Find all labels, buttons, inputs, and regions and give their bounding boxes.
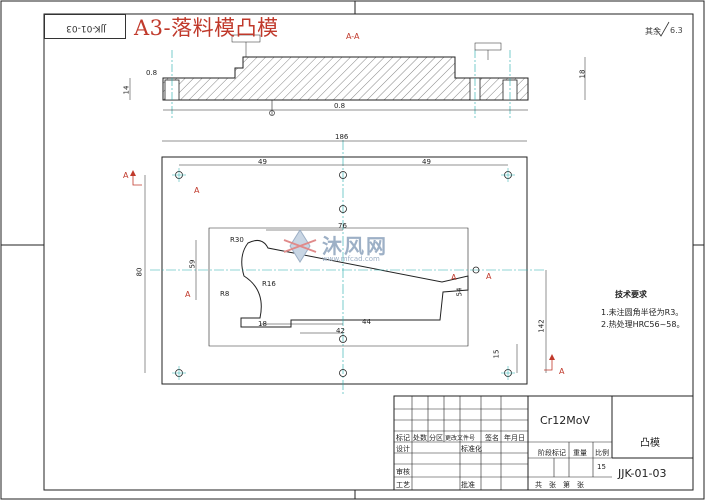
tb-label-date: 年月日 bbox=[504, 434, 525, 442]
tb-label-mark: 标记 bbox=[396, 434, 410, 442]
hole-center-top bbox=[339, 171, 347, 179]
hole-bottom-right bbox=[501, 366, 515, 380]
dim-text-76: 76 bbox=[338, 222, 347, 230]
section-mark-a4: A bbox=[451, 273, 457, 282]
tb-sheet-total: 共 bbox=[535, 481, 542, 489]
tb-label-process: 工艺 bbox=[396, 481, 410, 489]
section-arrow-left-top bbox=[132, 175, 142, 186]
punch-profile bbox=[240, 239, 469, 328]
tb-label-count: 处数 bbox=[413, 434, 427, 442]
dim-text-142: 142 bbox=[537, 319, 546, 333]
section-mark-a6: A bbox=[559, 367, 565, 376]
watermark-logo-icon bbox=[283, 229, 317, 263]
part-name-text: 凸模 bbox=[640, 438, 660, 449]
dim-text-42: 42 bbox=[336, 327, 345, 335]
tech-notes: 技术要求 1.未注圆角半径为R3。 2.热处理HRC56~58。 bbox=[601, 289, 684, 331]
section-mark-a3: A bbox=[185, 290, 191, 299]
section-view bbox=[129, 34, 586, 118]
section-mark-a5: A bbox=[486, 272, 492, 281]
dim-text-r16: R16 bbox=[262, 280, 276, 288]
dim-text-overall: 186 bbox=[335, 133, 349, 141]
dim-thickness-bottom: 0.8 bbox=[334, 102, 346, 110]
roughness-check-icon bbox=[654, 21, 670, 37]
roughness-label: 其余 bbox=[645, 27, 661, 36]
plate-outline bbox=[161, 156, 528, 385]
tech-note-2: 2.热处理HRC56~58。 bbox=[601, 320, 685, 329]
section-mark-a1: A bbox=[123, 171, 129, 180]
hole-top-left bbox=[172, 168, 186, 182]
watermark-brand: 沐风网 bbox=[322, 234, 388, 258]
dim-text-80: 80 bbox=[135, 267, 144, 277]
title-block bbox=[393, 395, 694, 491]
tech-notes-heading: 技术要求 bbox=[615, 290, 647, 299]
dim-text-54: 54 bbox=[455, 287, 464, 297]
arrow-up-icon bbox=[130, 170, 136, 176]
tb-label-zone: 分区 bbox=[429, 434, 443, 442]
section-arrow-right-bottom bbox=[544, 360, 553, 371]
tb-label-approve: 批准 bbox=[461, 481, 475, 489]
tb-sheet-end: 张 bbox=[577, 481, 584, 489]
hole-center-lower bbox=[339, 335, 347, 343]
rotated-drawing-number: JJK-01-03 bbox=[66, 23, 106, 33]
inner-rectangle bbox=[208, 227, 469, 347]
dim-text-59: 59 bbox=[188, 259, 197, 269]
material-text: Cr12MoV bbox=[540, 414, 590, 427]
hole-center-upper bbox=[339, 205, 347, 213]
tb-label-sign: 签名 bbox=[485, 434, 499, 442]
drawing-title: A3-落料模凸模 bbox=[134, 16, 279, 40]
tb-label-weight: 重量 bbox=[573, 449, 587, 457]
hole-bottom-left bbox=[172, 366, 186, 380]
section-body bbox=[162, 56, 529, 101]
rotated-drawing-number-box: JJK-01-03 bbox=[44, 14, 126, 39]
dim-text-r30: R30 bbox=[230, 236, 244, 244]
dim-18-right: 18 bbox=[578, 69, 587, 79]
hole-top-right bbox=[501, 168, 515, 182]
tb-label-review: 审核 bbox=[396, 468, 410, 476]
dim-text-half-right: 49 bbox=[422, 158, 431, 166]
dim-text-15: 15 bbox=[492, 349, 501, 359]
drawing-number-text: JJK-01-03 bbox=[618, 467, 667, 480]
arrow-up-icon bbox=[549, 354, 555, 360]
inner-border bbox=[43, 13, 694, 491]
hole-right-mid bbox=[472, 266, 480, 274]
roughness-value: 6.3 bbox=[670, 26, 683, 35]
tb-sheet-of: 张 bbox=[549, 481, 556, 489]
hole-center-bottom bbox=[339, 369, 347, 377]
tb-label-change: 更改文件号 bbox=[445, 435, 476, 442]
section-view-label: A-A bbox=[346, 32, 360, 41]
dim-text-44: 44 bbox=[362, 318, 371, 326]
section-mark-a2: A bbox=[194, 186, 200, 195]
tb-label-scale: 比例 bbox=[595, 449, 609, 457]
dim-thickness-left: 0.8 bbox=[146, 69, 158, 77]
tb-count: 15 bbox=[597, 463, 606, 471]
dim-text-half-left: 49 bbox=[258, 158, 267, 166]
tb-sheet-no: 第 bbox=[563, 481, 570, 489]
watermark-url: www.mfcad.com bbox=[322, 255, 380, 263]
plan-view bbox=[130, 140, 555, 395]
dim-text-18: 18 bbox=[258, 320, 267, 328]
dim-14: 14 bbox=[122, 85, 131, 95]
tb-label-standard: 标准化 bbox=[461, 445, 482, 453]
tech-note-1: 1.未注圆角半径为R3。 bbox=[601, 308, 684, 317]
datum-circle-icon bbox=[269, 110, 275, 116]
tb-label-stage: 阶段标记 bbox=[538, 449, 566, 457]
dim-text-r8: R8 bbox=[220, 290, 230, 298]
tb-label-design: 设计 bbox=[396, 445, 410, 453]
